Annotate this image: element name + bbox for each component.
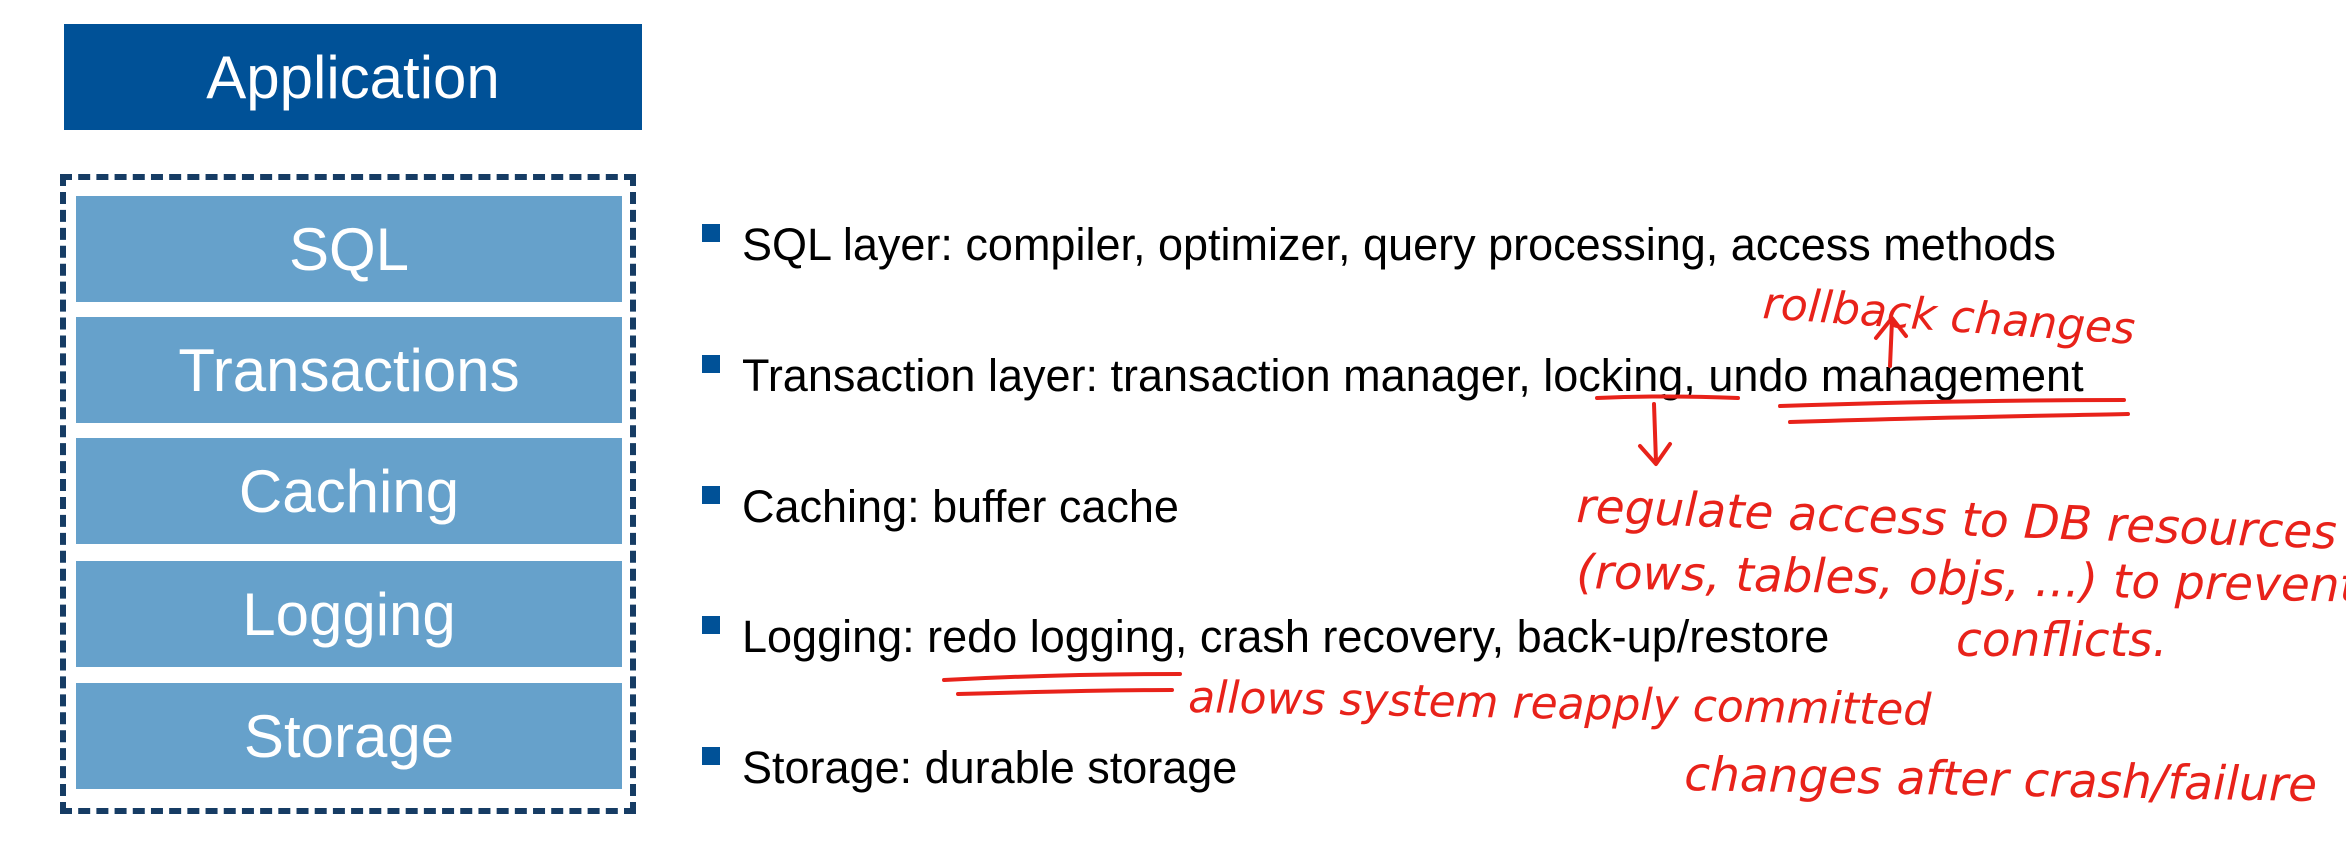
locking-arrow xyxy=(1638,402,1672,466)
bullet-marker xyxy=(702,224,720,242)
locking-note-line-3: conflicts. xyxy=(1956,613,2168,668)
dbms-layer-stack xyxy=(60,174,636,814)
bullet-marker xyxy=(702,747,720,765)
application-box: Application xyxy=(64,24,642,130)
bullet-marker xyxy=(702,616,720,634)
locking-note-line-1: regulate access to DB resources xyxy=(1576,479,2338,561)
bullet-marker xyxy=(702,355,720,373)
bullet-sql-layer: SQL layer: compiler, optimizer, query pr… xyxy=(742,219,2056,270)
bullet-storage: Storage: durable storage xyxy=(742,742,1238,793)
bullet-caching: Caching: buffer cache xyxy=(742,481,1179,532)
redo-underline-1 xyxy=(942,672,1182,682)
redo-note-line-2: changes after crash/failure xyxy=(1684,747,2318,813)
rollback-note: rollback changes xyxy=(1761,278,2137,355)
undo-underline-2 xyxy=(1788,412,2130,424)
bullet-marker xyxy=(702,486,720,504)
bullet-transaction-layer: Transaction layer: transaction manager, … xyxy=(742,350,2084,401)
bullet-logging: Logging: redo logging, crash recovery, b… xyxy=(742,611,1830,662)
redo-underline-2 xyxy=(956,688,1174,696)
redo-note-line-1: allows system reapply committed xyxy=(1188,672,1933,736)
layer-logging: Logging xyxy=(76,561,622,667)
layer-caching: Caching xyxy=(76,438,622,544)
layer-sql: SQL xyxy=(76,196,622,302)
layer-storage: Storage xyxy=(76,683,622,789)
locking-note-line-2: (rows, tables, objs, ...) to prevent xyxy=(1576,545,2346,614)
layer-transactions: Transactions xyxy=(76,317,622,423)
